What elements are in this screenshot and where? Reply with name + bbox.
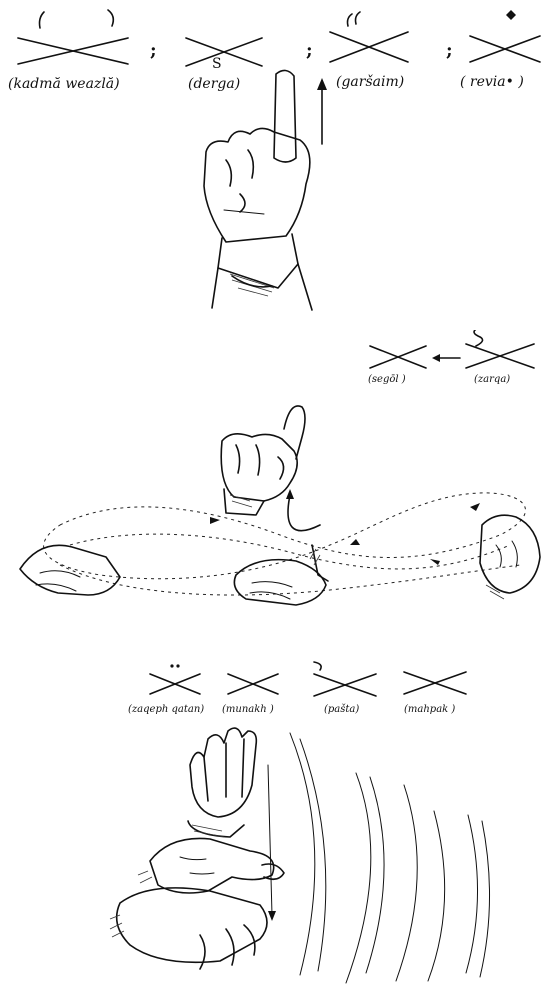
label-mahpak: (mahpak ) (404, 704, 455, 715)
label-munakh: (munakh ) (222, 704, 274, 715)
mahpak-mark (404, 672, 466, 694)
kadma-weazla-mark (18, 10, 128, 64)
label-zaqeph-qatan: (zaqeph qatan) (128, 704, 204, 715)
separator-3: ; (446, 40, 453, 61)
label-segol: (segōl ) (368, 374, 406, 385)
zaqeph-qatan-mark (150, 664, 200, 694)
segol-mark (370, 346, 426, 368)
label-zarqa: (zarqa) (474, 374, 510, 385)
revia-mark (470, 10, 540, 62)
pashta-mark (314, 662, 376, 696)
separator-1: ; (150, 40, 157, 61)
zarqa-mark (466, 330, 534, 368)
separator-2: ; (306, 40, 313, 61)
accent-marks-row-3 (0, 660, 542, 730)
munakh-mark (228, 674, 278, 694)
stacked-hands-illustration (0, 725, 542, 985)
figure-eight-motion-illustration (0, 395, 542, 625)
pointing-hand-illustration (0, 60, 542, 320)
garshaim-mark (330, 12, 408, 62)
label-pashta: (pašta) (324, 704, 359, 715)
